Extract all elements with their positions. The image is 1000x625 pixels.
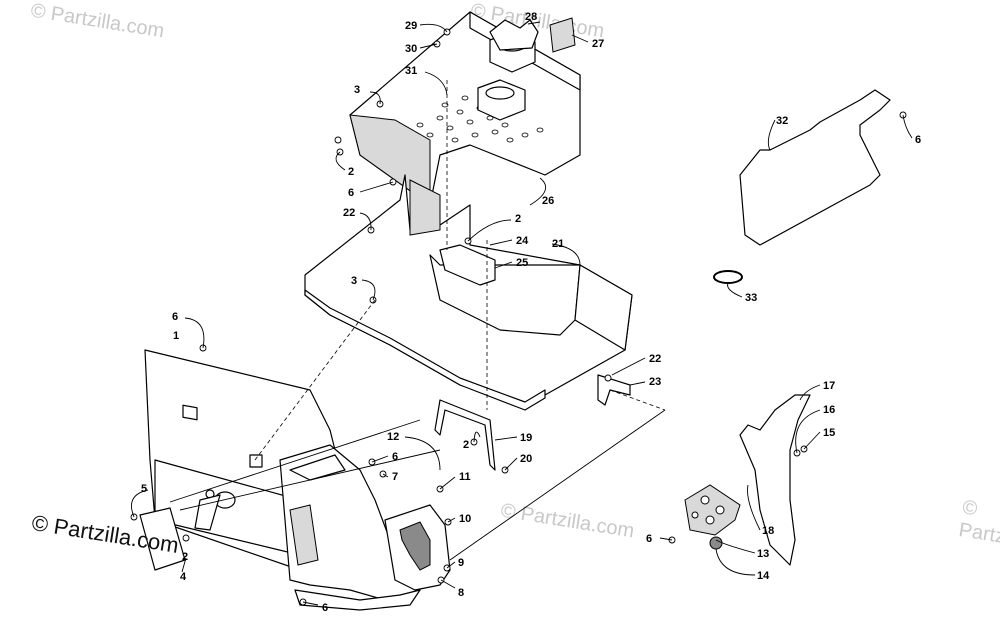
callout-16: 16 bbox=[823, 404, 835, 416]
floor-plate-part-26 bbox=[349, 11, 581, 206]
bracket-part-19 bbox=[434, 399, 496, 471]
bracket-part-23 bbox=[597, 374, 631, 406]
callout-2b: 2 bbox=[515, 213, 521, 225]
callout-7: 7 bbox=[392, 471, 398, 483]
panel-part-8 bbox=[384, 504, 451, 591]
callout-6f: 6 bbox=[322, 602, 328, 614]
cup-holder-part-28 bbox=[489, 19, 539, 51]
bracket-part-24 bbox=[439, 244, 496, 286]
callout-26: 26 bbox=[542, 195, 554, 207]
callout-11: 11 bbox=[459, 471, 471, 483]
lower-console bbox=[279, 444, 421, 611]
callout-20: 20 bbox=[520, 453, 532, 465]
callout-2c: 2 bbox=[463, 439, 469, 451]
callout-10: 10 bbox=[459, 513, 471, 525]
callout-22: 22 bbox=[343, 207, 355, 219]
callout-9: 9 bbox=[458, 557, 464, 569]
callout-6b: 6 bbox=[348, 187, 354, 199]
callout-3b: 3 bbox=[351, 275, 357, 287]
callout-31: 31 bbox=[405, 65, 417, 77]
callout-14: 14 bbox=[757, 570, 770, 582]
ring-part-33 bbox=[713, 270, 743, 284]
callout-leaders bbox=[131, 21, 913, 606]
fender-part-17 bbox=[739, 394, 811, 566]
callout-17: 17 bbox=[823, 380, 835, 392]
callout-24: 24 bbox=[516, 235, 529, 247]
callout-3: 3 bbox=[354, 84, 360, 96]
callout-18: 18 bbox=[762, 525, 774, 537]
callout-33: 33 bbox=[745, 292, 757, 304]
callout-5: 5 bbox=[141, 483, 147, 495]
callout-32: 32 bbox=[776, 115, 788, 127]
callout-12: 12 bbox=[387, 431, 399, 443]
callout-19: 19 bbox=[520, 432, 532, 444]
callout-22b: 22 bbox=[649, 353, 661, 365]
callout-6: 6 bbox=[172, 311, 178, 323]
callout-6e: 6 bbox=[646, 533, 652, 545]
callout-6d: 6 bbox=[392, 451, 398, 463]
callout-30: 30 bbox=[405, 43, 417, 55]
callout-2d: 2 bbox=[182, 551, 188, 563]
callout-29: 29 bbox=[405, 20, 417, 32]
bracket-part-13 bbox=[684, 484, 741, 550]
callout-27: 27 bbox=[592, 38, 604, 50]
callout-1: 1 bbox=[173, 330, 179, 342]
callout-8: 8 bbox=[458, 587, 464, 599]
callout-labels: 1 2 2 2 2 3 3 4 5 6 6 6 6 6 6 7 8 9 10 1… bbox=[141, 11, 921, 614]
callout-13: 13 bbox=[757, 548, 769, 560]
assembly-lines bbox=[169, 80, 666, 561]
callout-23: 23 bbox=[649, 376, 661, 388]
callout-21: 21 bbox=[552, 238, 564, 250]
callout-6c: 6 bbox=[915, 134, 921, 146]
side-panel-part-32 bbox=[739, 89, 891, 246]
callout-28: 28 bbox=[525, 11, 537, 23]
label-part-27 bbox=[549, 17, 576, 53]
callout-2: 2 bbox=[348, 166, 354, 178]
callout-4: 4 bbox=[180, 571, 187, 583]
callout-15: 15 bbox=[823, 427, 835, 439]
callout-25: 25 bbox=[516, 257, 528, 269]
